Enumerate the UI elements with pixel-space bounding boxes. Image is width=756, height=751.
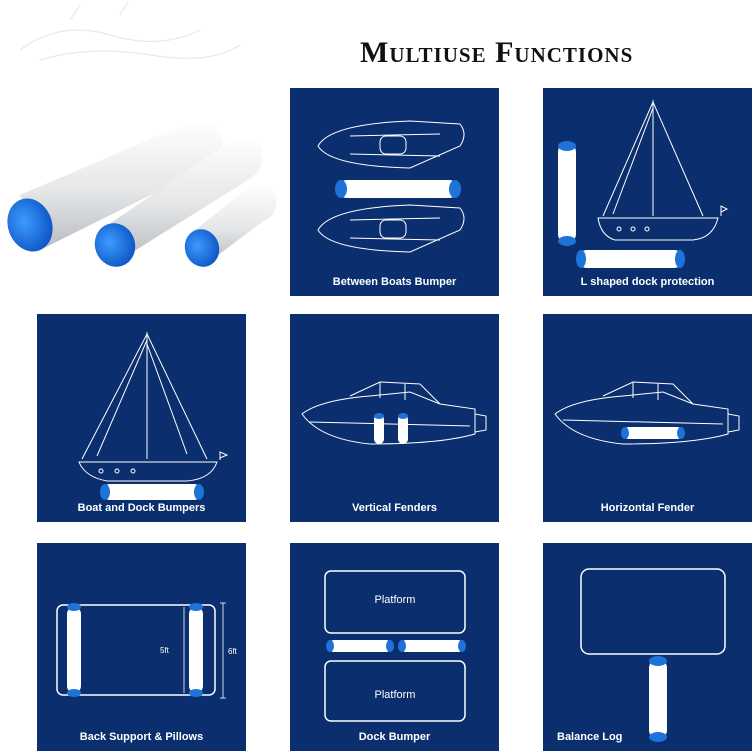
motorboat-horizontal-fender-icon: [554, 381, 740, 445]
dock-bumper-platforms-icon: [324, 570, 466, 722]
tile-caption: Horizontal Fender: [600, 502, 695, 514]
tile-caption: Between Boats Bumper: [332, 276, 457, 288]
bed-frame-bolsters-icon: [56, 602, 226, 699]
tile-caption: Dock Bumper: [358, 731, 431, 743]
product-rollers-image: [7, 120, 277, 267]
tile-horizontal-fender: Horizontal Fender: [543, 314, 752, 522]
sailboat-bumper-icon: [78, 332, 229, 500]
dimension-5ft: 5ft: [160, 646, 169, 655]
roller-medium: [94, 135, 263, 267]
tile-balance-log: Balance Log: [543, 543, 752, 751]
platform-label-bottom: Platform: [374, 689, 416, 701]
roller-small: [184, 183, 277, 267]
tile-caption: Back Support & Pillows: [79, 731, 204, 743]
tile-caption: Balance Log: [557, 731, 623, 743]
tile-boat-and-dock-bumpers: Boat and Dock Bumpers: [37, 314, 246, 522]
tile-l-shaped-dock-protection: L shaped dock protection: [543, 88, 752, 296]
motorboat-vertical-fenders-icon: [301, 381, 487, 445]
balance-log-icon: [580, 568, 726, 742]
tile-caption: Boat and Dock Bumpers: [77, 502, 206, 514]
tile-between-boats-bumper: Between Boats Bumper: [290, 88, 499, 296]
tile-vertical-fenders: Vertical Fenders: [290, 314, 499, 522]
page-title: Multiuse Functions: [360, 36, 634, 69]
two-boats-with-bumper-icon: [317, 120, 465, 253]
dimension-6ft: 6ft: [228, 647, 237, 656]
tile-back-support-pillows: 5ft 6ft Back Support & Pillows: [37, 543, 246, 751]
roller-large: [7, 120, 223, 252]
tile-caption: Vertical Fenders: [352, 502, 437, 514]
tile-dock-bumper: Platform Platform Dock Bumper: [290, 543, 499, 751]
tile-caption: L shaped dock protection: [580, 276, 715, 288]
background-sketch: [19, 1, 241, 61]
sailboat-l-bumper-icon: [558, 100, 729, 268]
platform-label-top: Platform: [374, 594, 416, 606]
